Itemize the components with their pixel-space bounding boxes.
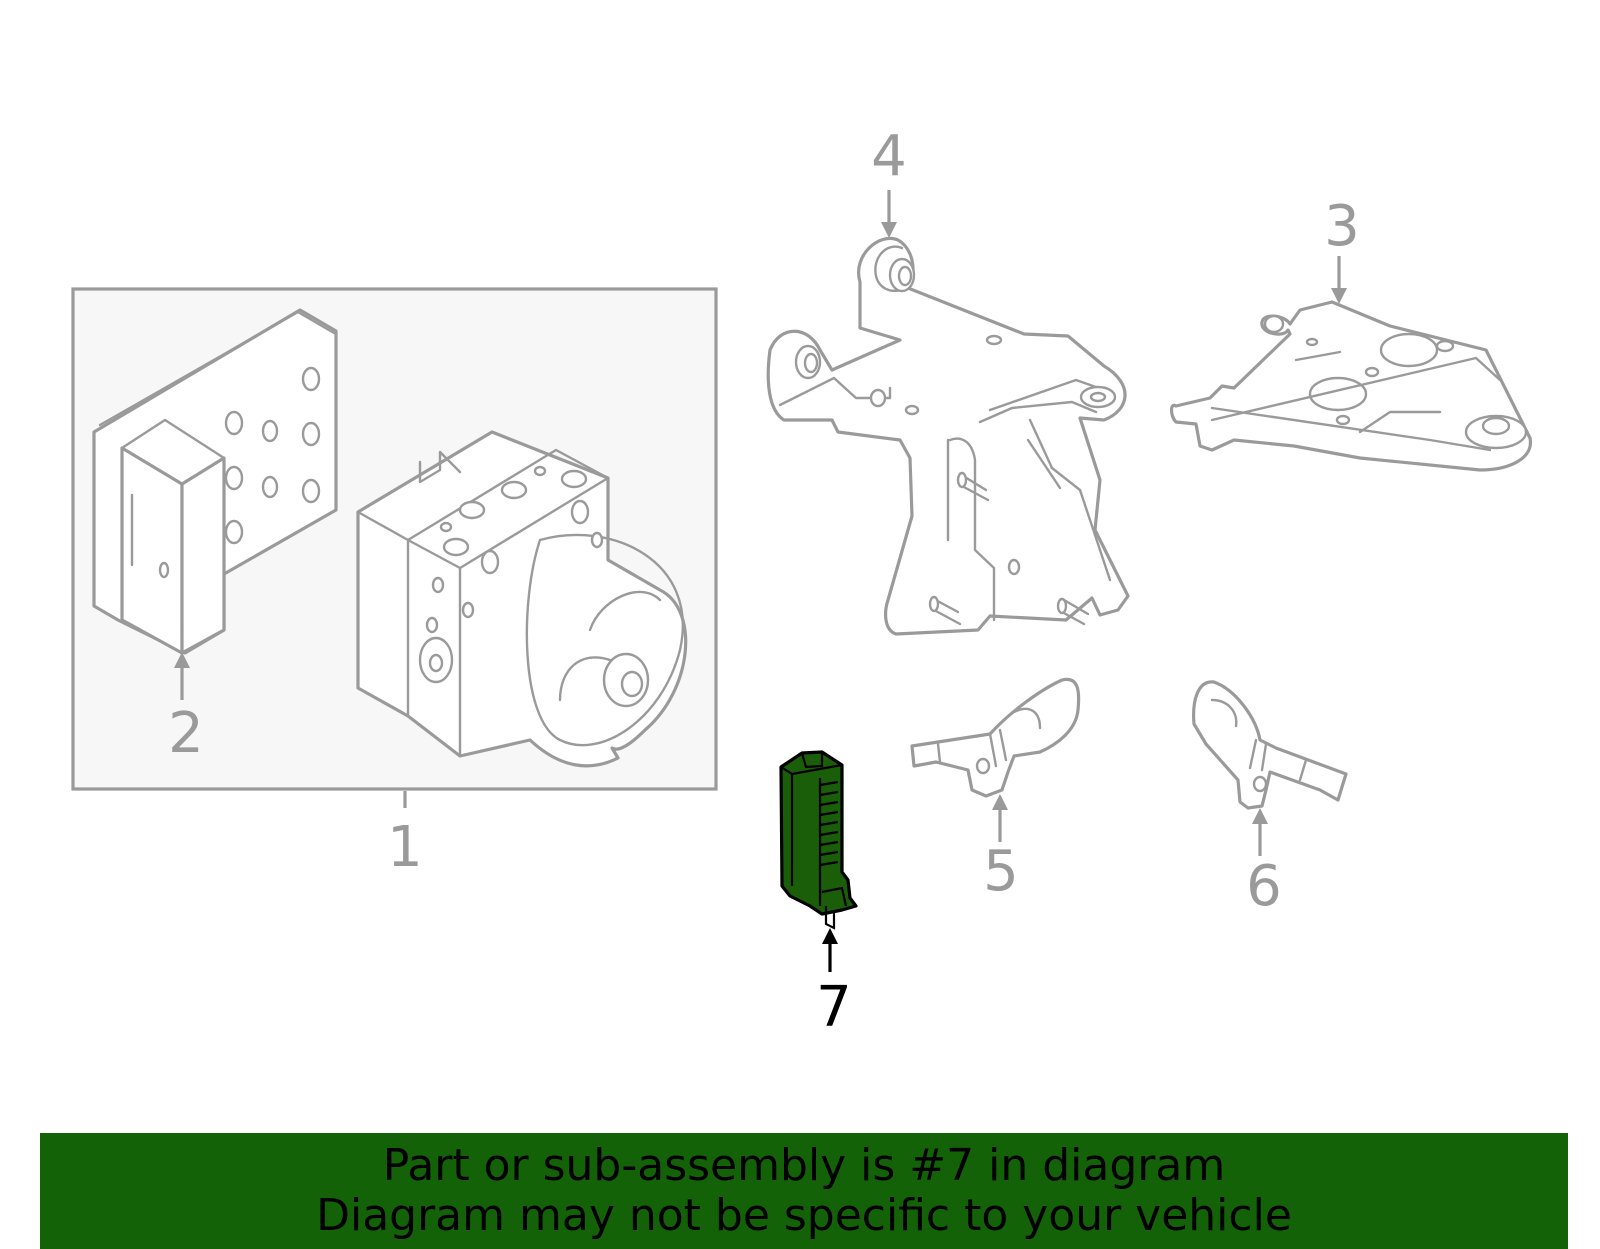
leader-lines (174, 190, 1347, 972)
info-banner: Part or sub-assembly is #7 in diagram Di… (40, 1133, 1568, 1249)
hydraulic-unit (356, 430, 688, 768)
part-6-wheel-speed-sensor[interactable] (1192, 680, 1348, 810)
callout-1: 1 (387, 815, 423, 880)
part-4-mounting-bracket[interactable] (766, 236, 1130, 636)
part-3-bracket-plate[interactable] (1169, 300, 1532, 472)
part-7-highlighted-component[interactable] (779, 750, 858, 930)
part-5-wheel-speed-sensor[interactable] (910, 677, 1081, 798)
callout-3: 3 (1324, 194, 1360, 259)
banner-line-2: Diagram may not be specific to your vehi… (316, 1190, 1292, 1241)
banner-line-1: Part or sub-assembly is #7 in diagram (382, 1140, 1226, 1191)
callout-4: 4 (871, 124, 907, 189)
part-1-abs-assembly[interactable] (71, 287, 718, 791)
callout-6: 6 (1246, 854, 1282, 919)
part-2-control-module[interactable] (92, 308, 338, 655)
callout-2: 2 (168, 701, 204, 766)
callout-5: 5 (983, 839, 1019, 904)
callout-7: 7 (816, 975, 852, 1040)
